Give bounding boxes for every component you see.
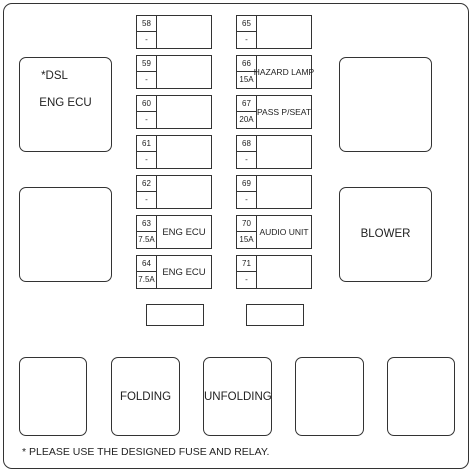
fuse-number: 63: [137, 216, 157, 232]
fuse-59: 59-: [136, 55, 212, 89]
fuse-rating: -: [137, 112, 157, 128]
fuse-rating: -: [237, 32, 257, 48]
fuse-number: 61: [137, 136, 157, 152]
spare-slot-right: [246, 304, 304, 326]
relay-mid-left: [19, 187, 112, 282]
fuse-61: 61-: [136, 135, 212, 169]
fuse-65: 65-: [236, 15, 312, 49]
fuse-rating: 7.5A: [137, 272, 157, 288]
fuse-number: 60: [137, 96, 157, 112]
fuse-number: 67: [237, 96, 257, 112]
fuse-number: 58: [137, 16, 157, 32]
fuse-label: [158, 16, 210, 48]
fuse-box-outline: [3, 3, 469, 469]
fuse-60: 60-: [136, 95, 212, 129]
fuse-69: 69-: [236, 175, 312, 209]
fuse-number: 70: [237, 216, 257, 232]
fuse-label: [158, 96, 210, 128]
fuse-number: 68: [237, 136, 257, 152]
fuse-rating: -: [237, 152, 257, 168]
fuse-rating: -: [137, 192, 157, 208]
fuse-rating: 15A: [237, 72, 257, 88]
fuse-label: ENG ECU: [162, 266, 206, 278]
relay-folding-label: FOLDING: [119, 391, 172, 403]
fuse-rating: -: [137, 152, 157, 168]
fuse-number: 64: [137, 256, 157, 272]
fuse-rating: -: [137, 72, 157, 88]
spare-slot-left: [146, 304, 204, 326]
fuse-label: PASS P/SEAT: [257, 107, 312, 117]
fuse-label: [158, 176, 210, 208]
relay-dsl-tag: *DSL: [41, 70, 68, 82]
relay-unfolding-label: UNFOLDING: [204, 391, 272, 403]
fuse-number: 66: [237, 56, 257, 72]
relay-eng-ecu: *DSL ENG ECU: [19, 57, 112, 152]
fuse-68: 68-: [236, 135, 312, 169]
relay-bottom-4: [295, 357, 364, 436]
relay-top-right: [339, 57, 432, 152]
fuse-71: 71-: [236, 255, 312, 289]
fuse-rating: -: [137, 32, 157, 48]
fuse-label: AUDIO UNIT: [259, 227, 309, 237]
relay-blower-label: BLOWER: [360, 228, 411, 240]
fuse-number: 62: [137, 176, 157, 192]
fuse-label: [158, 136, 210, 168]
fuse-label: HAZARD LAMP: [253, 67, 315, 77]
relay-unfolding: UNFOLDING: [203, 357, 272, 436]
relay-bottom-1: [19, 357, 87, 436]
fuse-label: ENG ECU: [162, 226, 206, 238]
fuse-rating: -: [237, 272, 257, 288]
relay-eng-ecu-label: ENG ECU: [39, 97, 92, 109]
fuse-label: [258, 256, 310, 288]
fuse-label: [258, 16, 310, 48]
fuse-number: 65: [237, 16, 257, 32]
fuse-number: 59: [137, 56, 157, 72]
relay-bottom-5: [387, 357, 455, 436]
fuse-label: [258, 176, 310, 208]
relay-folding: FOLDING: [111, 357, 180, 436]
fuse-rating: 20A: [237, 112, 257, 128]
fuse-62: 62-: [136, 175, 212, 209]
fuse-label: [158, 56, 210, 88]
fuse-number: 71: [237, 256, 257, 272]
fuse-58: 58-: [136, 15, 212, 49]
fuse-label: [258, 136, 310, 168]
fuse-note: * PLEASE USE THE DESIGNED FUSE AND RELAY…: [22, 446, 270, 458]
fuse-rating: 15A: [237, 232, 257, 248]
fuse-rating: -: [237, 192, 257, 208]
fuse-rating: 7.5A: [137, 232, 157, 248]
fuse-number: 69: [237, 176, 257, 192]
relay-blower: BLOWER: [339, 187, 432, 282]
